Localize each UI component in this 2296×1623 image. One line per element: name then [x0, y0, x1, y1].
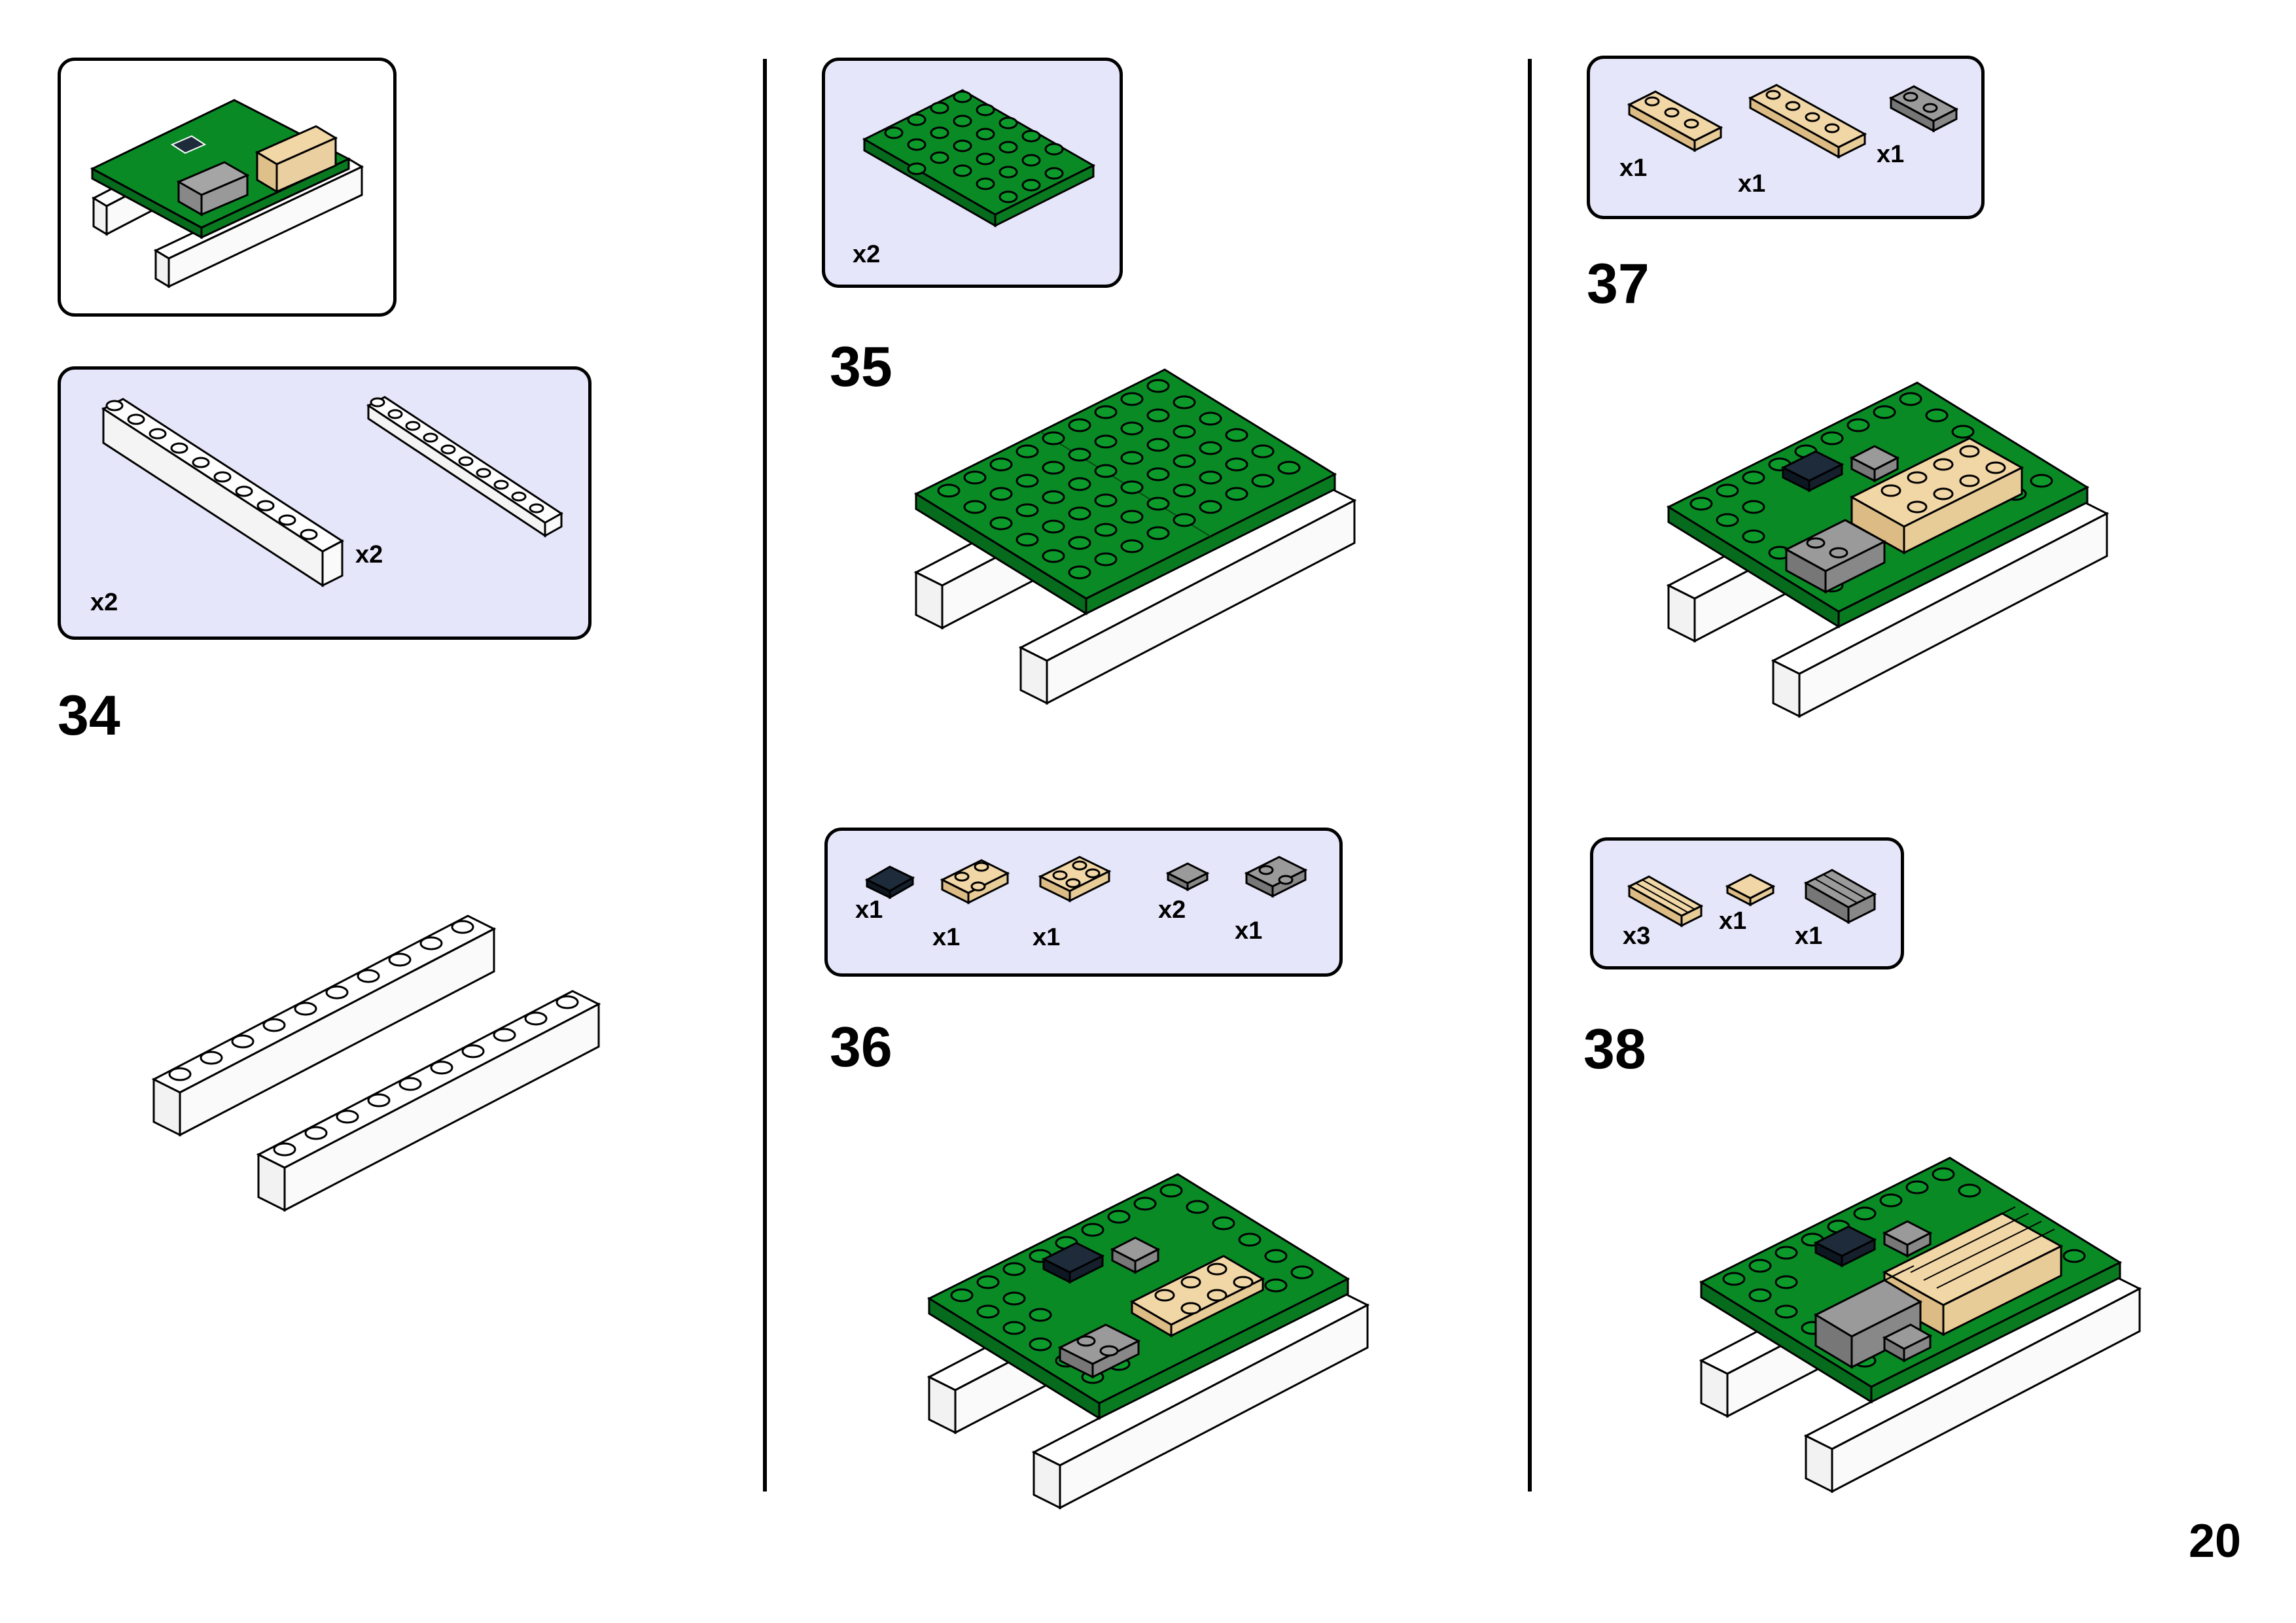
step-34-model-image — [144, 903, 667, 1243]
progress-preview-callout — [58, 58, 397, 317]
step-35-model-image — [903, 353, 1400, 720]
part-white-plate-1x10-image — [61, 370, 592, 640]
step-36-parts-callout: x1 x1 x1 x2 x1 — [824, 828, 1343, 977]
step-36-part-5-qty: x1 — [1235, 917, 1262, 945]
step-37-number: 37 — [1587, 252, 1650, 317]
step-38-part-2-qty: x1 — [1719, 907, 1746, 935]
step-35-number: 35 — [830, 335, 892, 400]
step-38-number: 38 — [1583, 1017, 1646, 1082]
step-35-part-1-qty: x2 — [853, 241, 880, 269]
step-34-parts-callout: x2 x2 — [58, 366, 592, 640]
step-36-number: 36 — [830, 1015, 892, 1080]
step-36-parts-images — [828, 831, 1343, 977]
step-36-part-3-qty: x1 — [1033, 924, 1060, 952]
step-38-model-image — [1688, 1142, 2185, 1508]
step-36-model-image — [916, 1158, 1413, 1524]
step-35-parts-callout: x2 — [822, 58, 1123, 288]
step-36-part-4-qty: x2 — [1158, 896, 1186, 924]
step-37-parts-callout: x1 x1 x1 — [1587, 56, 1985, 219]
step-38-part-3-qty: x1 — [1795, 922, 1822, 951]
step-37-parts-images — [1590, 59, 1985, 219]
step-36-part-1-qty: x1 — [855, 896, 883, 924]
preview-model-image — [61, 61, 397, 317]
step-37-part-3-qty: x1 — [1877, 141, 1904, 169]
step-34-part-1-qty: x2 — [90, 589, 118, 617]
step-38-part-1-qty: x3 — [1623, 922, 1650, 951]
step-36-part-2-qty: x1 — [932, 924, 960, 952]
step-34-number: 34 — [58, 684, 120, 748]
column-divider-right — [1528, 59, 1532, 1492]
page-number: 20 — [2189, 1514, 2241, 1568]
step-37-part-2-qty: x1 — [1738, 170, 1765, 198]
step-37-part-1-qty: x1 — [1619, 154, 1647, 183]
column-divider-left — [763, 59, 767, 1492]
step-34-part-2-qty: x2 — [355, 541, 383, 569]
step-38-parts-callout: x3 x1 x1 — [1590, 837, 1904, 969]
step-37-model-image — [1655, 366, 2153, 733]
